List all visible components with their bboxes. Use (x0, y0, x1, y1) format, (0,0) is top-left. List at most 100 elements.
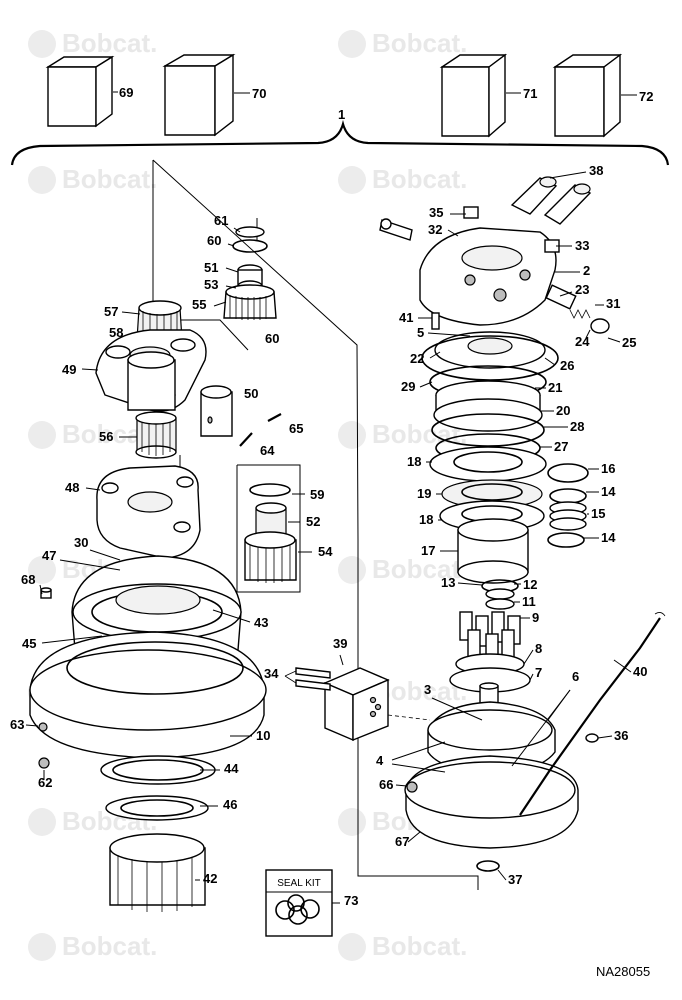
ring-12 (485, 588, 515, 600)
callout-49: 49 (62, 362, 76, 377)
pin-41 (431, 312, 440, 330)
callout-6: 6 (572, 669, 579, 684)
snap-ring-16 (547, 463, 589, 483)
callout-60: 60 (207, 233, 221, 248)
bolt-36 (585, 733, 599, 743)
callout-44: 44 (224, 761, 239, 776)
pin-65 (267, 413, 282, 422)
watermark-logo-icon (28, 556, 56, 584)
housing-67 (404, 701, 579, 849)
callout-41: 41 (399, 310, 413, 325)
fitting-63 (38, 722, 48, 732)
piston-set-9 (459, 611, 521, 663)
callout-24: 24 (575, 334, 590, 349)
spring-15 (549, 501, 587, 531)
callout-14: 14 (601, 484, 616, 499)
fitting-66 (406, 781, 418, 793)
seal-37 (476, 860, 500, 872)
carton-70 (162, 53, 236, 137)
carrier-48 (96, 465, 201, 559)
pin-64 (239, 432, 253, 447)
callout-37: 37 (508, 872, 522, 887)
callout-69: 69 (119, 85, 133, 100)
friction-plate-18-upper (429, 446, 547, 482)
callout-2: 2 (583, 263, 590, 278)
callout-33: 33 (575, 238, 589, 253)
plug-25 (590, 318, 610, 334)
callout-27: 27 (554, 439, 568, 454)
watermark-logo-icon (28, 808, 56, 836)
callout-17: 17 (421, 543, 435, 558)
callout-4: 4 (376, 753, 384, 768)
watermark-logo-icon (338, 556, 366, 584)
washer-14-lower (547, 532, 585, 548)
callout-55: 55 (192, 297, 206, 312)
valve-38 (510, 176, 592, 225)
planet-gear-lower (236, 464, 301, 593)
plug-68 (40, 587, 52, 599)
watermark-text: Bobcat. (372, 554, 467, 584)
valve-block-39 (323, 667, 390, 742)
fitting-35 (463, 206, 479, 219)
bearing-44 (100, 755, 216, 785)
watermark-logo-icon (338, 933, 366, 961)
callout-38: 38 (589, 163, 603, 178)
callout-64: 64 (260, 443, 275, 458)
callout-31: 31 (606, 296, 620, 311)
callout-59: 59 (310, 487, 324, 502)
callout-19: 19 (417, 486, 431, 501)
assembly-number: 1 (338, 107, 345, 122)
seal-kit-box: SEAL KIT (265, 869, 340, 937)
callout-54: 54 (318, 544, 333, 559)
spool-23 (545, 284, 577, 310)
callout-52: 52 (306, 514, 320, 529)
callout-67: 67 (395, 834, 409, 849)
callout-50: 50 (244, 386, 258, 401)
watermark-text: Bobcat. (372, 164, 467, 194)
carrier-49 (95, 329, 207, 412)
cylinder-block-17 (457, 518, 529, 584)
fitting-62 (38, 757, 50, 769)
callout-53: 53 (204, 277, 218, 292)
watermark-logo-icon (338, 421, 366, 449)
watermark-logo-icon (28, 421, 56, 449)
callout-39: 39 (333, 636, 347, 651)
callout-8: 8 (535, 641, 542, 656)
pin-50 (200, 385, 233, 437)
assembly-brace (10, 119, 670, 166)
watermark-logo-icon (28, 30, 56, 58)
callout-47: 47 (42, 548, 56, 563)
housing-10 (29, 631, 267, 759)
watermark-logo-icon (28, 166, 56, 194)
callout-61: 61 (214, 213, 228, 228)
callout-22: 22 (410, 351, 424, 366)
o-ring-28 (431, 413, 545, 447)
callout-46: 46 (223, 797, 237, 812)
motor-head-2 (419, 227, 557, 326)
callout-9: 9 (532, 610, 539, 625)
spring-24 (569, 309, 591, 319)
carton-69 (45, 55, 115, 128)
callout-43: 43 (254, 615, 268, 630)
callout-18: 18 (407, 454, 421, 469)
callout-66: 66 (379, 777, 393, 792)
callout-51: 51 (204, 260, 218, 275)
callout-65: 65 (289, 421, 303, 436)
seal-46 (105, 795, 209, 821)
valve-plate-22 (434, 331, 546, 369)
planet-gear-upper (223, 226, 277, 320)
callout-5: 5 (417, 325, 424, 340)
watermark-logo-icon (338, 808, 366, 836)
pinion-42 (109, 833, 206, 912)
watermark-text: Bobcat. (62, 28, 157, 58)
fitting-32 (379, 218, 413, 241)
callout-72: 72 (639, 89, 653, 104)
carton-72 (552, 53, 623, 138)
callout-18: 18 (419, 512, 433, 527)
callout-57: 57 (104, 304, 118, 319)
callout-35: 35 (429, 205, 443, 220)
callout-71: 71 (523, 86, 537, 101)
watermark-text: Bobcat. (372, 28, 467, 58)
